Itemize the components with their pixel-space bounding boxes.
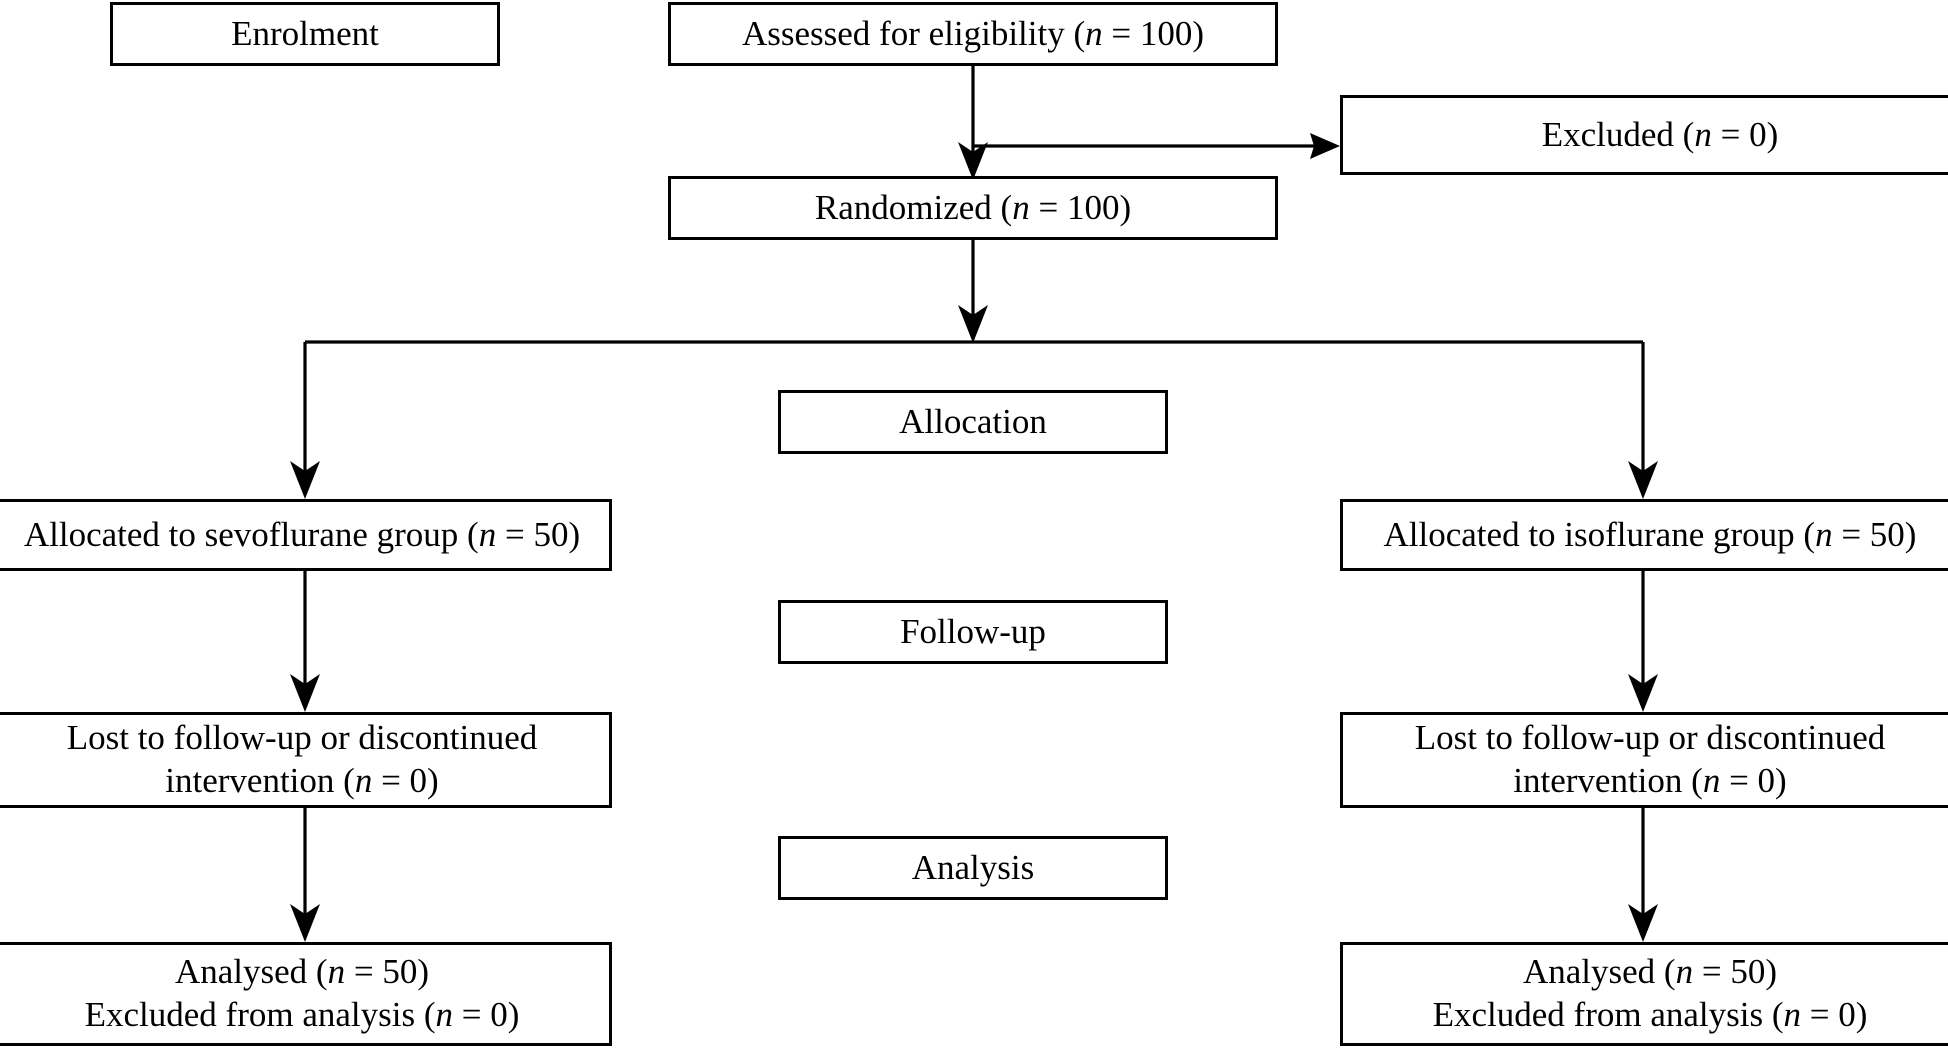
- node-randomized-n-symbol: n: [1012, 187, 1030, 227]
- node-lost-followup-left-line1: Lost to follow-up or discontinued: [66, 718, 538, 758]
- node-excluded-suffix: = 0): [1711, 114, 1779, 154]
- node-assessed-n-symbol: n: [1085, 13, 1103, 53]
- node-analysed-right: Analysed (n = 50) Excluded from analysis…: [1340, 942, 1948, 1046]
- node-lost-followup-right-suffix: = 0): [1720, 761, 1787, 800]
- arrowhead-randomized: [958, 142, 988, 180]
- node-lost-followup-right-line1: Lost to follow-up or discontinued: [1414, 718, 1886, 758]
- stage-label-enrolment: Enrolment: [110, 2, 500, 66]
- node-randomized-prefix: Randomized (: [814, 187, 1013, 227]
- node-analysed-right-line2-suffix: = 0): [1800, 995, 1868, 1034]
- node-allocated-isoflurane-n-symbol: n: [1815, 514, 1833, 554]
- node-excluded-text: Excluded (n = 0): [1542, 114, 1778, 157]
- arrowhead-allocated-left: [290, 461, 320, 499]
- node-randomized-text: Randomized (n = 100): [815, 187, 1131, 230]
- node-allocated-isoflurane-text: Allocated to isoflurane group (n = 50): [1384, 514, 1917, 557]
- arrowhead-lost-left: [290, 674, 320, 712]
- arrowhead-lost-right: [1628, 674, 1658, 712]
- node-lost-followup-right-line2: intervention (n = 0): [1513, 760, 1786, 803]
- node-analysed-left-line2-suffix: = 0): [452, 995, 520, 1034]
- node-allocated-sevoflurane-suffix: = 50): [496, 514, 581, 554]
- arrowhead-allocated-right: [1628, 461, 1658, 499]
- node-allocated-sevoflurane-prefix: Allocated to sevoflurane group (: [23, 514, 479, 554]
- node-randomized-suffix: = 100): [1029, 187, 1132, 227]
- node-analysed-left-line2-prefix: Excluded from analysis (: [84, 995, 436, 1034]
- node-excluded-n-symbol: n: [1694, 114, 1712, 154]
- node-analysed-right-n-symbol-2: n: [1783, 995, 1801, 1034]
- node-lost-followup-left: Lost to follow-up or discontinued interv…: [0, 712, 612, 808]
- node-lost-followup-left-line2: intervention (n = 0): [165, 760, 438, 803]
- node-analysed-right-n-symbol-1: n: [1675, 952, 1694, 992]
- node-excluded: Excluded (n = 0): [1340, 95, 1948, 175]
- arrowhead-excluded: [1310, 133, 1340, 159]
- node-assessed-for-eligibility: Assessed for eligibility (n = 100): [668, 2, 1278, 66]
- node-analysed-left-line1: Analysed (n = 50): [175, 951, 429, 994]
- node-lost-followup-left-suffix: = 0): [372, 761, 439, 800]
- node-analysed-right-line2: Excluded from analysis (n = 0): [1433, 994, 1868, 1037]
- node-allocated-sevoflurane-text: Allocated to sevoflurane group (n = 50): [24, 514, 580, 557]
- stage-label-allocation: Allocation: [778, 390, 1168, 454]
- node-analysed-right-line1: Analysed (n = 50): [1523, 951, 1777, 994]
- arrowhead-analysed-left: [290, 904, 320, 942]
- stage-label-analysis: Analysis: [778, 836, 1168, 900]
- node-allocated-sevoflurane: Allocated to sevoflurane group (n = 50): [0, 499, 612, 571]
- stage-label-followup-text: Follow-up: [900, 611, 1046, 651]
- node-lost-followup-left-prefix: intervention (: [165, 761, 355, 800]
- arrowhead-split: [958, 305, 988, 343]
- node-analysed-left-n-symbol-2: n: [435, 995, 453, 1034]
- node-analysed-left-line2: Excluded from analysis (n = 0): [85, 994, 520, 1037]
- node-allocated-sevoflurane-n-symbol: n: [478, 514, 497, 554]
- arrowhead-analysed-right: [1628, 904, 1658, 942]
- node-excluded-prefix: Excluded (: [1541, 114, 1695, 154]
- node-lost-followup-right-prefix: intervention (: [1513, 761, 1703, 800]
- node-allocated-isoflurane-suffix: = 50): [1832, 514, 1917, 554]
- node-analysed-right-line1-suffix: = 50): [1693, 952, 1777, 992]
- node-analysed-left-line1-suffix: = 50): [345, 952, 429, 992]
- node-assessed-suffix: = 100): [1102, 13, 1205, 53]
- node-lost-followup-right-n-symbol: n: [1702, 761, 1721, 800]
- node-allocated-isoflurane-prefix: Allocated to isoflurane group (: [1383, 514, 1816, 554]
- node-analysed-right-line1-prefix: Analysed (: [1522, 952, 1676, 992]
- stage-label-enrolment-text: Enrolment: [231, 13, 379, 53]
- node-randomized: Randomized (n = 100): [668, 176, 1278, 240]
- node-assessed-text: Assessed for eligibility (n = 100): [742, 13, 1204, 56]
- stage-label-allocation-text: Allocation: [899, 401, 1047, 441]
- node-analysed-left-n-symbol-1: n: [327, 952, 346, 992]
- stage-label-followup: Follow-up: [778, 600, 1168, 664]
- node-analysed-left: Analysed (n = 50) Excluded from analysis…: [0, 942, 612, 1046]
- node-analysed-right-line2-prefix: Excluded from analysis (: [1432, 995, 1784, 1034]
- node-lost-followup-right: Lost to follow-up or discontinued interv…: [1340, 712, 1948, 808]
- node-analysed-left-line1-prefix: Analysed (: [174, 952, 328, 992]
- stage-label-analysis-text: Analysis: [911, 847, 1035, 887]
- node-allocated-isoflurane: Allocated to isoflurane group (n = 50): [1340, 499, 1948, 571]
- node-lost-followup-left-n-symbol: n: [354, 761, 373, 800]
- node-assessed-prefix: Assessed for eligibility (: [741, 13, 1086, 53]
